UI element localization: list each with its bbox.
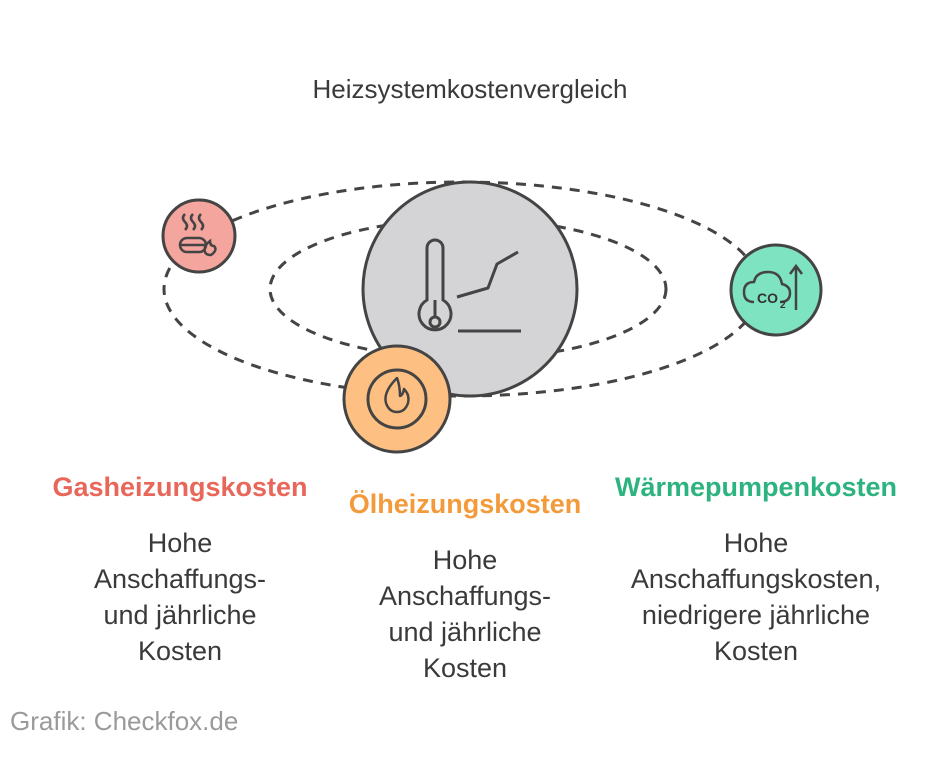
oil-description: Hohe Anschaffungs- und jährliche Kosten	[330, 542, 600, 686]
svg-text:CO: CO	[757, 290, 778, 306]
thermometer-graph-icon	[361, 180, 579, 398]
oil-heading: Ölheizungskosten	[348, 489, 582, 519]
oil-desc-line: Kosten	[422, 653, 508, 683]
diagram-title: Heizsystemkostenvergleich	[312, 74, 628, 104]
gas-desc-line: Hohe	[147, 528, 213, 558]
oil-desc-line: und jährliche	[388, 617, 542, 647]
svg-text:2: 2	[780, 300, 786, 311]
credit-text: Grafik: Checkfox.de	[10, 706, 239, 736]
gas-heading: Gasheizungskosten	[52, 472, 308, 502]
heatpump-heading: Wärmepumpenkosten	[614, 472, 898, 502]
co2-cloud-arrow-icon: CO 2	[729, 243, 823, 337]
gas-description: Hohe Anschaffungs- und jährliche Kosten	[40, 525, 320, 669]
heatpump-description: Hohe Anschaffungskosten, niedrigere jähr…	[600, 525, 912, 669]
heatpump-desc-line: Anschaffungskosten,	[630, 564, 882, 594]
heatpump-desc-line: niedrigere jährliche	[641, 600, 871, 630]
oil-desc-line: Hohe	[432, 545, 498, 575]
heatpump-desc-line: Kosten	[713, 636, 799, 666]
oil-desc-line: Anschaffungs-	[378, 581, 552, 611]
gas-desc-line: Kosten	[137, 636, 223, 666]
oil-flame-icon	[342, 344, 452, 454]
gas-desc-line: und jährliche	[103, 600, 257, 630]
gas-stove-flame-icon	[161, 198, 237, 274]
heatpump-desc-line: Hohe	[723, 528, 789, 558]
gas-desc-line: Anschaffungs-	[93, 564, 267, 594]
